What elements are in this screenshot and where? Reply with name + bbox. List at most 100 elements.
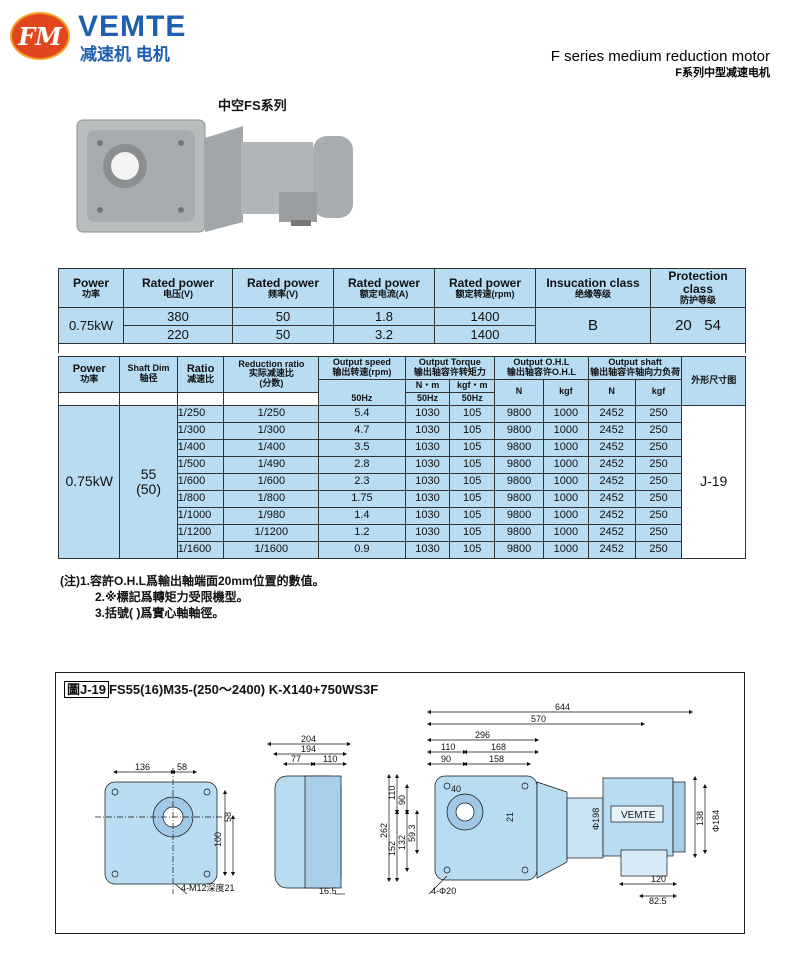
table-cell: 4.7 [318,421,406,440]
blank-cell [223,392,320,406]
table-cell: 1000 [543,421,589,440]
table-cell: 3.2 [333,325,435,345]
note-2: 2.※標記爲轉矩力受限機型。 [95,590,249,604]
sub-n: N [587,378,636,406]
table-cell: 1030 [404,506,451,525]
table-cell: 105 [449,523,496,542]
dim-label: 4-Φ20 [431,886,456,896]
blank-cell [57,392,121,406]
dim-label: 194 [301,744,316,754]
dim-label: 21 [505,812,515,822]
table-cell: 1/500 [176,455,225,474]
title-cn: F系列中型减速电机 [675,67,770,79]
table-cell: 105 [449,489,496,508]
table-cell: 1/490 [223,455,320,474]
dim-label: 59.3 [407,824,417,842]
table-cell: 220 [123,325,233,345]
product-photo [76,119,353,233]
dim-label: 570 [531,714,546,724]
table-cell: 2452 [587,455,636,474]
table-cell: 1000 [543,472,589,491]
shaft-note: (50) [136,480,161,497]
dim-label: 82.5 [649,896,667,906]
sub-n: N [494,378,545,406]
table-cell: 5.4 [318,404,406,423]
dim-label: 138 [695,811,705,826]
table-cell: 1/400 [223,438,320,457]
sub-hz: 50Hz [404,391,451,406]
table-cell: 1/980 [223,506,320,525]
table-cell: 1/1200 [176,523,225,542]
table-cell: 1030 [404,404,451,423]
table-cell: 1000 [543,540,589,559]
table-cell: 1/250 [223,404,320,423]
table-cell: 105 [449,404,496,423]
table-cell: 1400 [434,307,536,327]
table-cell: 1000 [543,438,589,457]
dimension-drawing: 136 58 100 58 4-M12深度21 204 194 77 110 1… [95,702,721,906]
sub-kgf: kgf [543,378,589,406]
title-en: F series medium reduction motor [550,48,770,65]
dim-label: 100 [213,832,223,847]
table-cell: 1/600 [223,472,320,491]
notes: (注)1.容許O.H.L爲輸出軸端面20mm位置的數值。 2.※標記爲轉矩力受限… [60,573,325,621]
table-cell: 2452 [587,404,636,423]
page-title: F series medium reduction motor F系列中型减速电… [551,48,770,80]
dim-label: 16.5 [319,886,337,896]
table-cell: 1/800 [176,489,225,508]
brand-name-cn: 减速机 电机 [80,45,170,64]
brand-logo: FM [10,12,70,60]
dim-label: 644 [555,702,570,712]
table-cell: 105 [449,472,496,491]
table-cell: 9800 [494,472,545,491]
table-cell: 9800 [494,455,545,474]
table-cell: 9800 [494,489,545,508]
table-cell: 1/1200 [223,523,320,542]
dim-label: 40 [451,784,461,794]
table-cell: 9800 [494,523,545,542]
table-cell: 1030 [404,540,451,559]
table-cell: 250 [634,540,683,559]
dim-label: 58 [177,762,187,772]
table-cell: 105 [449,438,496,457]
table-cell: 105 [449,540,496,559]
col-dimension-drawing: 外形尺寸图 [681,356,746,406]
ratio-subheader-row: 50Hz N・m kgf・m N kgf N kgf [59,378,746,406]
dim-label: 152 [387,841,397,856]
table-cell: 1/1600 [223,540,320,559]
table-cell: 1030 [404,455,451,474]
dim-label: 110 [441,742,455,752]
table-cell: 1/300 [176,421,225,440]
dim-label: 90 [397,795,407,805]
dim-label: Φ184 [711,810,721,832]
table-cell: 250 [634,404,683,423]
brand-name: VEMTE [78,10,187,43]
dim-label: 120 [651,874,666,884]
table-cell: 9800 [494,506,545,525]
table-cell: 1030 [404,421,451,440]
sub-nm: N・m [404,378,451,393]
dim-label: 136 [135,762,150,772]
dim-label: 132 [397,835,407,850]
table-cell: 1.8 [333,307,435,327]
ratio-subheader-row-2: 50Hz 50Hz [57,391,746,406]
table-cell: 1000 [543,506,589,525]
sub-hz: 50Hz [449,391,496,406]
table-cell: 1/1600 [176,540,225,559]
table-cell: 0.9 [318,540,406,559]
